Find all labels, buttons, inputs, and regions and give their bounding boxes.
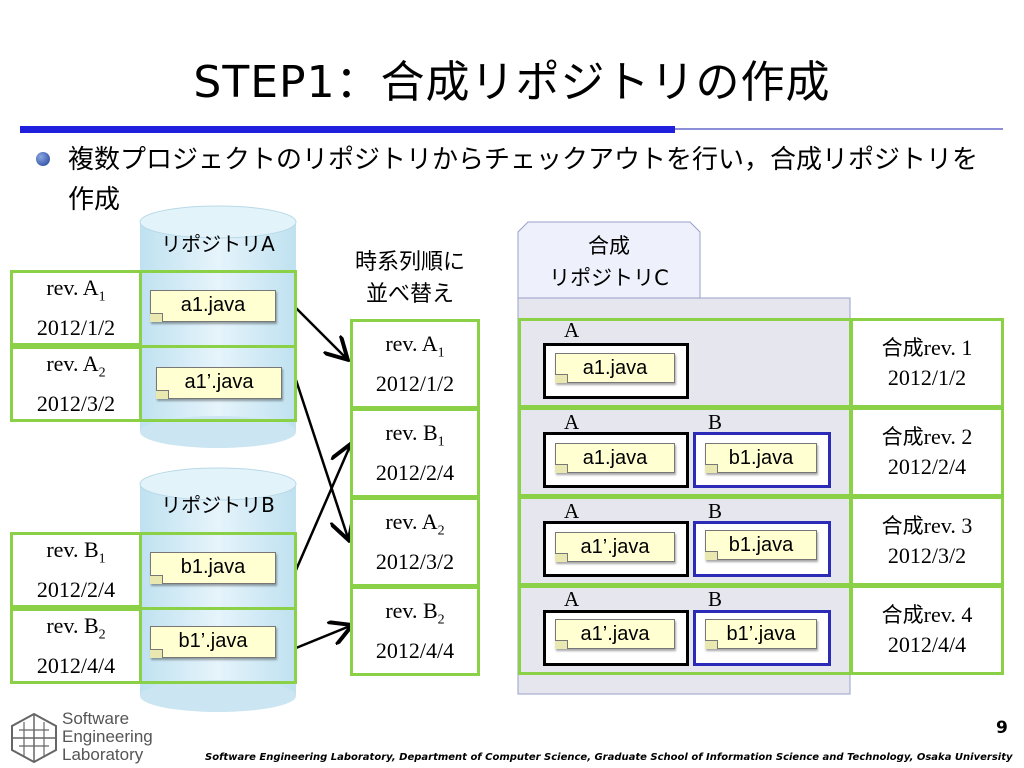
- repo-c-label: 合成 リポジトリC: [549, 234, 669, 290]
- sorted-rev-3: rev. A2 2012/3/2: [350, 497, 480, 587]
- file-b1-java: b1.java: [705, 530, 817, 560]
- file-a1prime-java: a1’.java: [156, 367, 282, 399]
- row-label-b: B: [708, 410, 723, 434]
- title-underline: [20, 126, 675, 133]
- row-label-a: A: [564, 410, 580, 434]
- divider: [139, 345, 297, 348]
- arrow-b2: [295, 626, 350, 650]
- file-a1prime-java: a1’.java: [555, 619, 675, 649]
- row-label-a: A: [564, 499, 580, 523]
- row-label-b: B: [708, 587, 723, 611]
- merged-rev-4: 合成rev. 4 2012/4/4: [850, 585, 1004, 675]
- file-a1prime-java: a1’.java: [555, 532, 675, 562]
- file-b1-java: b1.java: [150, 552, 276, 584]
- repo-b-cylinder: [139, 467, 297, 712]
- footer-text: Software Engineering Laboratory, Departm…: [205, 752, 1013, 763]
- file-b1-java: b1.java: [705, 443, 817, 473]
- sort-label: 時系列順に 並べ替え: [354, 250, 465, 307]
- file-a1-java: a1.java: [150, 290, 276, 322]
- sorted-rev-4: rev. B2 2012/4/4: [350, 586, 480, 676]
- bullet-icon: [36, 152, 50, 166]
- row-label-a: A: [564, 587, 580, 611]
- arrow-a1: [295, 307, 346, 358]
- merged-rev-3: 合成rev. 3 2012/3/2: [850, 496, 1004, 586]
- title-underline-thin: [675, 128, 1003, 130]
- row-label-b: B: [708, 499, 723, 523]
- repo-a-rev1: rev. A1 2012/1/2: [10, 270, 142, 346]
- bullet-text: 複数プロジェクトのリポジトリからチェックアウトを行い，合成リポジトリを作成: [68, 145, 979, 215]
- file-a1-java: a1.java: [555, 443, 675, 473]
- repo-b-rev2: rev. B2 2012/4/4: [10, 608, 142, 684]
- sorted-rev-1: rev. A1 2012/1/2: [350, 319, 480, 409]
- sorted-rev-2: rev. B1 2012/2/4: [350, 408, 480, 498]
- slide-title: STEP1：合成リポジトリの作成: [193, 57, 831, 108]
- repo-b-rev1: rev. B1 2012/2/4: [10, 532, 142, 608]
- arrow-a2: [294, 379, 348, 538]
- divider: [139, 607, 297, 610]
- page-number: 9: [996, 718, 1008, 738]
- file-a1-java: a1.java: [555, 353, 675, 383]
- file-b1prime-java: b1’.java: [150, 626, 276, 658]
- row-label-a: A: [564, 318, 580, 342]
- merged-rev-2: 合成rev. 2 2012/2/4: [850, 407, 1004, 497]
- repo-a-rev2: rev. A2 2012/3/2: [10, 346, 142, 422]
- file-b1prime-java: b1’.java: [705, 619, 817, 649]
- repo-b-label: リポジトリB: [161, 493, 275, 517]
- logo-text: Software Engineering Laboratory: [62, 709, 153, 764]
- arrow-b1: [294, 446, 350, 571]
- repo-a-label: リポジトリA: [161, 232, 275, 256]
- logo-icon: [10, 712, 58, 764]
- merged-rev-1: 合成rev. 1 2012/1/2: [850, 318, 1004, 408]
